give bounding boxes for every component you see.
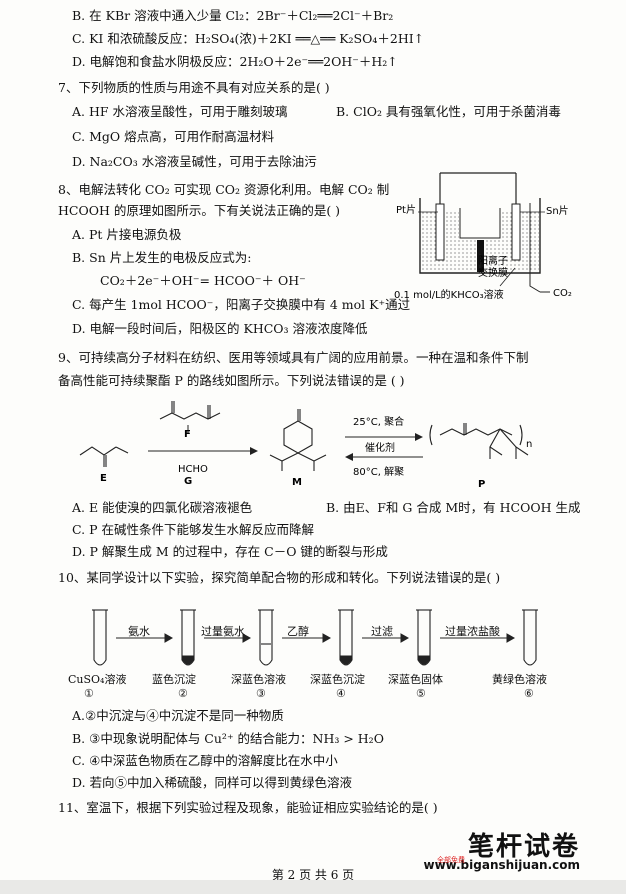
compound-f-structure: [159, 401, 221, 420]
q8-option-c: C. 每产生 1mol HCOO⁻，阳离子交换膜中有 4 mol K⁺通过: [72, 297, 411, 312]
test-tube-experiment-diagram: [92, 609, 538, 666]
q9-option-c: C. P 在碱性条件下能够发生水解反应而降解: [72, 522, 314, 537]
label-hcho: HCHO: [178, 464, 208, 475]
q8-stem-line2: HCOOH 的原理如图所示。下有关说法正确的是( ): [58, 203, 341, 218]
depolymerization-condition: 80°C, 解聚: [353, 465, 404, 478]
tube-6-number: ⑥: [524, 687, 534, 700]
label-p: P: [478, 479, 485, 490]
brand-logo: 笔杆试卷: [467, 832, 580, 862]
q7-stem: 7、下列物质的性质与用途不具有对应关系的是( ): [58, 80, 330, 95]
membrane-label-2: 交换膜: [478, 266, 508, 279]
membrane-label-1: 阳离子: [478, 254, 508, 267]
q10-option-d: D. 若向⑤中加入稀硫酸，同样可以得到黄绿色溶液: [72, 775, 353, 790]
q8-option-d: D. 电解一段时间后，阳极区的 KHCO₃ 溶液浓度降低: [72, 321, 368, 336]
q10-option-b: B. ③中现象说明配体与 Cu²⁺ 的结合能力：NH₃ > H₂O: [72, 731, 384, 746]
reaction-arrow-2: [204, 633, 252, 643]
q8-option-b: B. Sn 片上发生的电极反应式为:: [72, 250, 252, 265]
q9-option-b: B. 由E、F和 G 合成 M时，有 HCOOH 生成: [326, 500, 581, 515]
solution-label: 0.1 mol/L的KHCO₃溶液: [394, 288, 504, 301]
compound-m-structure: [269, 409, 327, 471]
reagent-5: 过量浓盐酸: [445, 625, 500, 638]
tube-1-number: ①: [84, 687, 94, 700]
page-number: 第 2 页 共 6 页: [271, 868, 355, 882]
tube-4-label: 深蓝色沉淀: [310, 673, 365, 686]
reagent-1: 氨水: [128, 625, 150, 638]
polymerization-condition: 25°C, 聚合: [353, 415, 404, 428]
test-tube-6: [522, 609, 538, 666]
q8-option-b-equation: CO₂＋2e⁻＋OH⁻= HCOO⁻＋ OH⁻: [100, 273, 306, 288]
q10-stem: 10、某同学设计以下实验，探究简单配合物的形成和转化。下列说法错误的是( ): [58, 570, 501, 585]
label-f: F: [184, 429, 191, 440]
compound-e-structure: [79, 446, 129, 467]
reaction-arrow-4: [362, 633, 410, 643]
tube-3-label: 深蓝色溶液: [231, 673, 286, 686]
q7-option-d: D. Na₂CO₃ 水溶液呈碱性，可用于去除油污: [72, 154, 317, 169]
tube-3-number: ③: [256, 687, 266, 700]
test-tube-4: [338, 609, 354, 666]
brand-url: www.biganshijuan.com: [423, 858, 581, 872]
polymer-p-structure: [429, 423, 529, 459]
q7-option-b: B. ClO₂ 具有强氧化性，可用于杀菌消毒: [336, 104, 561, 119]
q8-stem-line1: 8、电解法转化 CO₂ 可实现 CO₂ 资源化利用。电解 CO₂ 制: [58, 182, 390, 197]
tube-4-number: ④: [336, 687, 346, 700]
q9-option-a: A. E 能使溴的四氯化碳溶液褪色: [72, 500, 253, 515]
label-m: M: [292, 477, 302, 488]
q10-option-a: A.②中沉淀与④中沉淀不是同一种物质: [72, 708, 284, 723]
catalyst-label: 催化剂: [365, 441, 395, 454]
label-g: G: [184, 476, 192, 487]
q8-option-a: A. Pt 片接电源负极: [72, 227, 182, 242]
bottom-bar: [0, 880, 626, 894]
label-e: E: [100, 473, 107, 484]
q10-option-c: C. ④中深蓝色物质在乙醇中的溶解度比在水中小: [72, 753, 338, 768]
test-tube-1: [92, 609, 108, 666]
reaction-arrow-3: [282, 633, 332, 643]
test-tube-3: [258, 609, 274, 666]
polyester-synthesis-scheme: E F HCHO G M 25°C, 聚合 催化剂 80°C, 解聚: [79, 401, 532, 490]
tube-6-label: 黄绿色溶液: [492, 673, 547, 686]
q6-option-b: B. 在 KBr 溶液中通入少量 Cl₂：2Br⁻＋Cl₂══2Cl⁻＋Br₂: [72, 8, 394, 23]
tube-5-label: 深蓝色固体: [388, 673, 443, 686]
cation-exchange-membrane: [477, 240, 484, 272]
electrolysis-cell-diagram: Pt片 Sn片 阳离子 交换膜 0.1 mol/L的KHCO₃溶液 CO₂: [394, 172, 572, 301]
reaction-arrow-5: [440, 633, 516, 643]
tube-1-label: CuSO₄溶液: [68, 673, 127, 686]
reaction-arrow-1: [116, 633, 174, 643]
tube-2-number: ②: [178, 687, 188, 700]
q11-stem: 11、室温下，根据下列实验过程及现象，能验证相应实验结论的是( ): [58, 800, 438, 815]
brand-tag: 全部免费: [437, 856, 465, 864]
co2-label: CO₂: [553, 288, 572, 299]
reagent-3: 乙醇: [287, 625, 309, 638]
q6-option-d: D. 电解饱和食盐水阴极反应：2H₂O＋2e⁻══2OH⁻＋H₂↑: [72, 54, 398, 69]
pt-electrode-label: Pt片: [396, 203, 416, 216]
reagent-4: 过滤: [371, 625, 393, 638]
q7-option-c: C. MgO 熔点高，可用作耐高温材料: [72, 129, 275, 144]
q7-option-a: A. HF 水溶液呈酸性，可用于雕刻玻璃: [72, 104, 288, 119]
tube-5-number: ⑤: [416, 687, 426, 700]
q9-option-d: D. P 解聚生成 M 的过程中，存在 C－O 键的断裂与形成: [72, 544, 388, 559]
test-tube-2: [180, 609, 196, 666]
reagent-2: 过量氨水: [201, 625, 245, 638]
tube-2-label: 蓝色沉淀: [152, 673, 196, 686]
q6-option-c: C. KI 和浓硫酸反应：H₂SO₄(浓)＋2KI ══△══ K₂SO₄＋2H…: [72, 31, 425, 46]
q9-stem-line2: 备高性能可持续聚酯 P 的路线如图所示。下列说法错误的是 ( ): [58, 373, 405, 388]
q9-stem-line1: 9、可持续高分子材料在纺织、医用等领域具有广阔的应用前景。一种在温和条件下制: [58, 350, 529, 365]
label-n: n: [526, 439, 532, 450]
test-tube-5: [416, 609, 432, 666]
sn-electrode-label: Sn片: [546, 204, 569, 217]
